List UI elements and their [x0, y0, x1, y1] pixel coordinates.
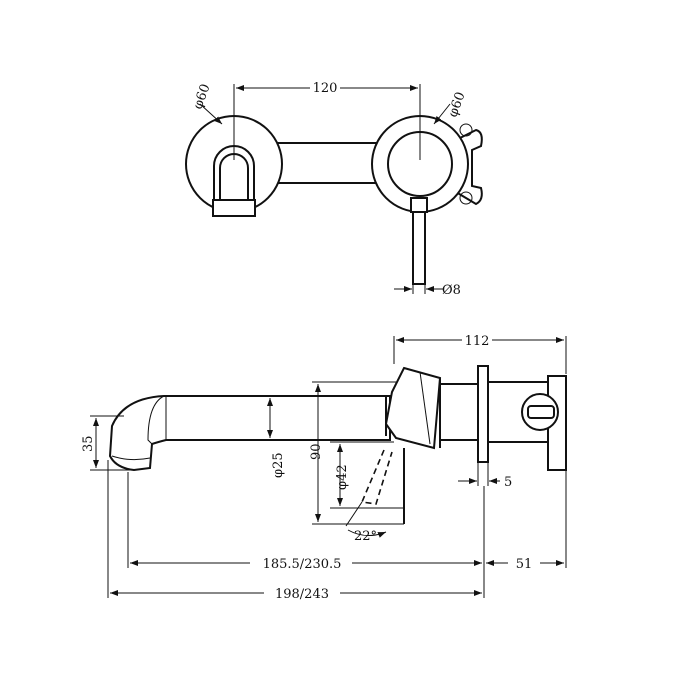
- dim-spout-projection: 185.5/230.5: [127, 470, 567, 572]
- top-view: 120 φ60 φ60 Ø8: [185, 81, 483, 298]
- spout-plate: [185, 115, 283, 217]
- dim-overall-length: 198/243: [107, 460, 485, 602]
- dim-spout-diameter-label: φ25: [271, 452, 286, 478]
- dim-plate-height: 90: [309, 381, 404, 525]
- dim-plate-diameter: φ42: [330, 441, 405, 524]
- dim-body-depth: 51: [486, 557, 564, 572]
- dim-center-distance: 120: [233, 81, 421, 160]
- dim-spout-projection-label: 185.5/230.5: [263, 557, 342, 572]
- dim-plate-height-label: 90: [309, 443, 324, 460]
- side-view: 112 35 φ25 90 φ42: [81, 334, 567, 602]
- mixer-plate: [371, 115, 483, 285]
- handle-lever: [384, 366, 442, 450]
- dim-spout-diameter: φ25: [267, 398, 286, 478]
- handle-lever-front: [410, 197, 428, 213]
- dim-handle-diameter: Ø8: [394, 276, 461, 298]
- dim-handle-angle: 22°: [345, 501, 387, 544]
- dim-plate-diameter-label: φ42: [335, 464, 350, 490]
- dim-body-depth-label: 51: [516, 557, 533, 572]
- dim-right-diameter-label: φ60: [446, 90, 469, 119]
- spout-pipe: [108, 395, 391, 472]
- handle-lever-stem: [412, 211, 426, 285]
- dim-total-depth: 112: [393, 334, 567, 374]
- dim-spout-height-label: 35: [81, 435, 96, 452]
- spout-outlet: [212, 199, 256, 217]
- wall-plate: [477, 365, 489, 463]
- dim-center-distance-label: 120: [313, 81, 338, 96]
- dim-total-depth-label: 112: [465, 334, 490, 349]
- dim-plate-thickness-label: 5: [504, 475, 512, 490]
- dim-spout-height: 35: [81, 415, 132, 471]
- handle-rotated-outline: [360, 449, 393, 505]
- dim-left-diameter: φ60: [191, 82, 223, 125]
- dim-overall-length-label: 198/243: [275, 587, 329, 602]
- dim-handle-angle-label: 22°: [354, 529, 377, 544]
- dim-handle-diameter-label: Ø8: [442, 283, 461, 298]
- dim-left-diameter-label: φ60: [191, 82, 214, 111]
- dim-plate-thickness: 5: [458, 462, 512, 490]
- body-housing: [439, 383, 481, 441]
